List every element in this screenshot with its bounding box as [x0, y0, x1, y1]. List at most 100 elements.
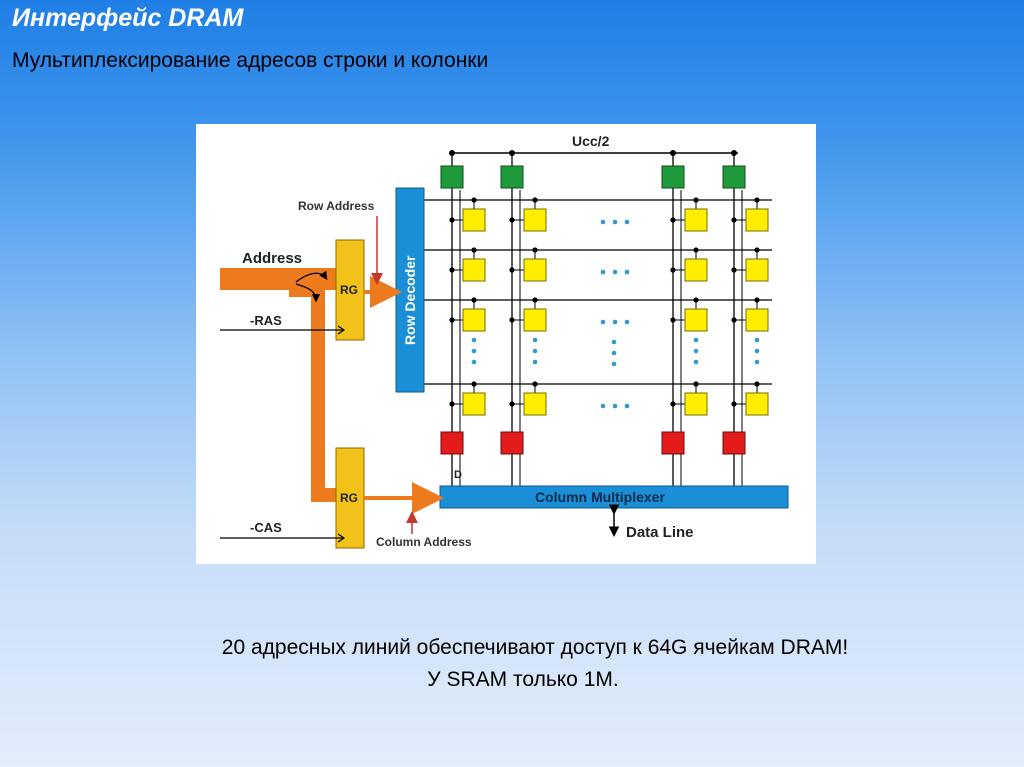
word-lines	[424, 199, 772, 385]
precharge-block	[661, 165, 685, 189]
ellipsis-dot	[754, 348, 760, 354]
ellipsis-dot	[600, 219, 606, 225]
memory-cell	[523, 208, 547, 232]
memory-cell	[684, 308, 708, 332]
junction-dot	[509, 317, 515, 323]
ellipsis-dot	[612, 219, 618, 225]
junction-dot	[670, 401, 676, 407]
data-line-label: Data Line	[626, 524, 694, 541]
sense-amp-block	[500, 431, 524, 455]
row-register	[335, 239, 365, 341]
slide-subtitle: Мультиплексирование адресов строки и кол…	[12, 49, 489, 72]
ellipsis-dot	[693, 348, 699, 354]
memory-cell	[745, 258, 769, 282]
junction-dot	[509, 401, 515, 407]
junction-dot	[509, 267, 515, 273]
column-multiplexer-label: Column Multiplexer	[535, 489, 665, 505]
junction-dot	[731, 317, 737, 323]
ellipsis-dot	[624, 219, 630, 225]
cas-label: -CAS	[250, 520, 282, 535]
ellipsis-dot	[532, 348, 538, 354]
memory-cell	[745, 208, 769, 232]
dram-diagram: Ucc/2 Row Decoder Column Multiplexer Dat…	[220, 133, 789, 549]
ellipsis-dot	[624, 403, 630, 409]
ellipsis-dot	[612, 269, 618, 275]
slide-title: Интерфейс DRAM	[12, 4, 244, 32]
junction-dot	[509, 217, 515, 223]
ellipsis-dot	[600, 403, 606, 409]
ellipsis-dot	[471, 348, 477, 354]
ellipsis-dot	[624, 319, 630, 325]
junction-dot	[670, 317, 676, 323]
memory-cell	[745, 392, 769, 416]
ellipsis-dot	[754, 337, 760, 343]
bit-lines	[449, 150, 760, 486]
junction-dot	[449, 401, 455, 407]
memory-cell	[523, 308, 547, 332]
memory-cell	[462, 208, 486, 232]
row-decoder	[395, 187, 425, 393]
cas-clock-mark	[337, 533, 346, 543]
junction-dot	[670, 217, 676, 223]
address-label: Address	[242, 250, 302, 267]
ellipsis-dot	[624, 269, 630, 275]
ellipsis-dot	[532, 359, 538, 365]
memory-cell	[684, 392, 708, 416]
ellipsis-dot	[471, 337, 477, 343]
address-bus	[220, 272, 336, 502]
ellipsis-dot	[754, 359, 760, 365]
ellipsis-dot	[612, 319, 618, 325]
ellipsis-dot	[693, 359, 699, 365]
precharge-block	[722, 165, 746, 189]
junction-dot	[670, 267, 676, 273]
junction-dot	[449, 317, 455, 323]
junction-dot	[731, 267, 737, 273]
d-label: D	[454, 469, 462, 481]
rg-label-bottom: RG	[340, 491, 358, 505]
column-register	[335, 447, 365, 549]
junction-dot	[670, 150, 676, 156]
memory-cell	[684, 258, 708, 282]
ellipsis-dot	[532, 337, 538, 343]
junction-dot	[509, 150, 515, 156]
memory-cell	[462, 258, 486, 282]
diagram-panel: Ucc/2 Row Decoder Column Multiplexer Dat…	[196, 124, 816, 564]
junction-dot	[731, 217, 737, 223]
memory-cell	[462, 308, 486, 332]
memory-cell	[523, 258, 547, 282]
ellipsis-dot	[611, 350, 617, 356]
precharge-block	[500, 165, 524, 189]
row-address-label: Row Address	[298, 199, 375, 213]
sense-amp-block	[440, 431, 464, 455]
ellipsis-dot	[600, 269, 606, 275]
junction-dot	[449, 217, 455, 223]
caption-line-2: У SRAM только 1M.	[427, 668, 619, 691]
memory-cell	[523, 392, 547, 416]
junction-dot	[731, 401, 737, 407]
sense-amp-block	[722, 431, 746, 455]
rg-label-top: RG	[340, 283, 358, 297]
address-bus-top	[220, 268, 336, 290]
junction-dot	[731, 150, 737, 156]
ellipsis-dot	[611, 339, 617, 345]
junction-dot	[449, 267, 455, 273]
ras-label: -RAS	[250, 313, 282, 328]
junction-dot	[449, 150, 455, 156]
column-address-label: Column Address	[376, 535, 472, 549]
address-curve-arrow-2	[295, 283, 321, 303]
ras-clock-mark	[337, 325, 346, 335]
address-curve-arrow-1	[295, 270, 328, 283]
memory-cells	[440, 165, 769, 455]
memory-cell	[462, 392, 486, 416]
ellipsis-dot	[693, 337, 699, 343]
ellipsis-dot	[471, 359, 477, 365]
caption-line-1: 20 адресных линий обеспечивают доступ к …	[221, 636, 849, 659]
memory-cell	[684, 208, 708, 232]
precharge-block	[440, 165, 464, 189]
ellipsis-dot	[600, 319, 606, 325]
memory-cell	[745, 308, 769, 332]
ellipsis-dot	[611, 361, 617, 367]
row-decoder-label: Row Decoder	[402, 255, 418, 345]
ellipsis-dot	[612, 403, 618, 409]
ucc-label: Ucc/2	[572, 133, 610, 149]
